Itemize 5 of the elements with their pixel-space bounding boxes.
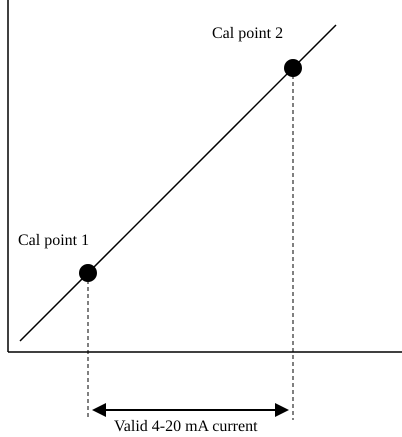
calibration-point-dot [79,264,97,282]
calibration-point-dot [284,59,302,77]
point-label: Cal point 2 [212,26,284,42]
range-label: Valid 4-20 mA current [114,419,258,435]
point-label: Cal point 1 [18,233,90,249]
